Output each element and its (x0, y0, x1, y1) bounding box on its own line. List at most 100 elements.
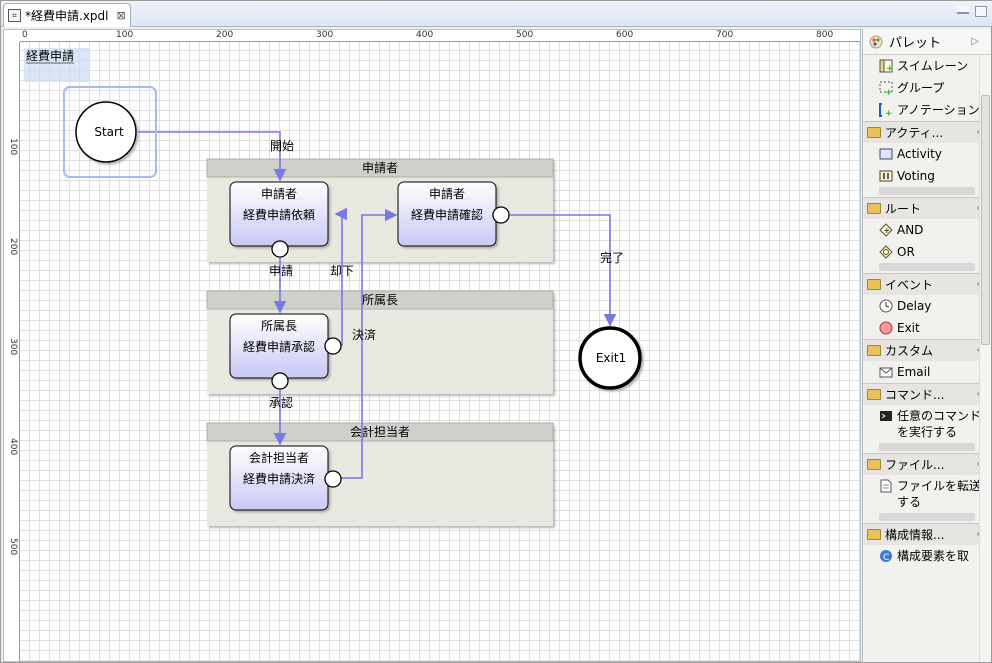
palette-item-activity[interactable]: Activity (863, 143, 991, 165)
activity-port[interactable] (324, 337, 342, 355)
ruler-label: 200 (8, 238, 18, 256)
lane-title: 会計担当者 (350, 424, 410, 439)
transition-label: 承認 (269, 395, 293, 410)
svg-text:+: + (884, 226, 891, 235)
folder-icon (867, 529, 881, 540)
activity-port[interactable] (271, 240, 289, 258)
palette-item-exit[interactable]: Exit (863, 317, 991, 339)
transition-label: 申請 (269, 264, 293, 278)
palette-collapse-icon[interactable]: ▷ (971, 36, 979, 47)
editor-tab[interactable]: ⌗ *経費申請.xpdl ⊠ (3, 3, 131, 27)
minimize-button[interactable] (957, 6, 969, 14)
drawer-label: 構成情報... (885, 528, 945, 542)
palette-item-annotation[interactable]: + アノテーション (863, 99, 991, 121)
palette-item-voting[interactable]: Voting (863, 165, 991, 187)
process-label-box[interactable]: 経費申請 (24, 48, 90, 82)
activity-task: 経費申請決済 (243, 471, 315, 486)
activity-port[interactable] (492, 206, 510, 224)
transition-label: 決済 (352, 327, 376, 342)
lane-title: 所属長 (362, 293, 398, 307)
palette-scroll-more[interactable] (879, 263, 975, 271)
editor-tab-bar: ⌗ *経費申請.xpdl ⊠ (1, 1, 992, 27)
palette-item-run-command[interactable]: 任意のコマンドを実行する (863, 405, 991, 443)
palette-item-cut (879, 513, 975, 521)
transition-start-to-request[interactable] (138, 131, 287, 182)
palette-item-label: AND (897, 223, 924, 237)
drawer-label: イベント (885, 278, 934, 292)
annotation-icon: + (879, 103, 893, 117)
transition-settle-to-confirm[interactable] (340, 208, 398, 479)
activity-approve[interactable]: 所属長 経費申請承認 (229, 313, 342, 390)
activity-port[interactable] (271, 372, 289, 390)
exit-event[interactable]: Exit1 (578, 326, 642, 390)
horizontal-ruler: 0 100 200 300 400 500 600 700 800 (20, 30, 860, 42)
palette-drawer-custom[interactable]: カスタム ⇔ (863, 339, 991, 361)
palette-item-transfer-file[interactable]: ファイルを転送する (863, 475, 991, 513)
palette-item-email[interactable]: Email (863, 361, 991, 383)
exit-event-icon (879, 321, 893, 335)
palette-drawer-activity[interactable]: アクティ... ⇔ (863, 121, 991, 143)
selection-handle-box[interactable] (63, 86, 157, 178)
terminal-icon (880, 411, 892, 421)
palette-item-cut (879, 443, 975, 451)
palette-item-label: OR (897, 245, 915, 259)
palette-header: パレット ▷ (863, 29, 991, 55)
palette-drawer-event[interactable]: イベント ⇔ (863, 273, 991, 295)
ruler-label: 600 (616, 30, 634, 40)
palette-item-label: 構成要素を取 (897, 549, 970, 563)
palette-drawer-config[interactable]: 構成情報... ⇔ (863, 523, 991, 545)
start-event[interactable]: Start (75, 101, 137, 163)
folder-icon (867, 345, 881, 356)
palette-item-group[interactable]: + グループ (863, 77, 991, 99)
palette-title: パレット (889, 36, 942, 51)
folder-icon (867, 389, 881, 400)
activity-port[interactable] (324, 470, 342, 488)
ruler-label: 500 (516, 30, 534, 40)
drawer-label: アクティ... (885, 126, 944, 140)
scrollbar-thumb[interactable] (981, 95, 990, 345)
transition-label: 却下 (330, 264, 354, 278)
activity-request[interactable]: 申請者 経費申請依頼 (229, 181, 329, 258)
transition-complete[interactable] (510, 214, 617, 327)
palette-item-label: ファイルを転送する (897, 479, 982, 509)
and-gateway-icon: + (879, 223, 893, 237)
palette-panel: パレット ▷ + スイムレーン + グループ + アノテーション アクティ...… (862, 29, 991, 662)
activity-task: 経費申請依頼 (243, 207, 315, 222)
palette-item-delay[interactable]: Delay (863, 295, 991, 317)
palette-drawer-route[interactable]: ルート ⇔ (863, 197, 991, 219)
folder-icon (867, 279, 881, 290)
drawer-label: ルート (885, 202, 922, 216)
palette-item-label: Delay (897, 299, 932, 313)
ruler-label: 100 (116, 30, 134, 40)
palette-scrollbar[interactable] (979, 55, 991, 662)
activity-confirm[interactable]: 申請者 経費申請確認 (397, 181, 510, 247)
palette-drawer-command[interactable]: コマンド... ⇔ (863, 383, 991, 405)
palette-drawer-file[interactable]: ファイル... ⇔ (863, 453, 991, 475)
activity-task: 経費申請承認 (243, 339, 315, 354)
palette-item-get-config[interactable]: C 構成要素を取 (863, 545, 991, 567)
transition-label: 完了 (600, 250, 624, 265)
diagram-canvas[interactable]: 経費申請 申請者 所属長 会計担当者 開始 申請 却下 (20, 42, 860, 661)
voting-icon (879, 170, 893, 182)
ruler-label: 800 (816, 30, 834, 40)
palette-item-label: スイムレーン (897, 59, 969, 73)
palette-item-swimlane[interactable]: + スイムレーン (863, 55, 991, 77)
svg-text:+: + (885, 88, 893, 95)
palette-item-or[interactable]: OR (863, 241, 991, 263)
palette-item-label: Activity (897, 147, 942, 161)
palette-item-and[interactable]: + AND (863, 219, 991, 241)
connectors[interactable] (138, 131, 617, 479)
ruler-label: 100 (8, 138, 18, 156)
ruler-label: 700 (716, 30, 734, 40)
palette-item-label: Email (897, 365, 931, 379)
maximize-button[interactable] (975, 6, 987, 17)
palette-item-label: Voting (897, 169, 935, 183)
palette-item-cut (879, 187, 975, 195)
close-tab-icon[interactable]: ⊠ (116, 9, 126, 22)
clock-icon (879, 299, 893, 313)
activity-settle[interactable]: 会計担当者 経費申請決済 (229, 445, 342, 511)
ruler-label: 400 (416, 30, 434, 40)
editor-tab-title: *経費申請.xpdl (25, 9, 109, 23)
folder-icon (867, 459, 881, 470)
